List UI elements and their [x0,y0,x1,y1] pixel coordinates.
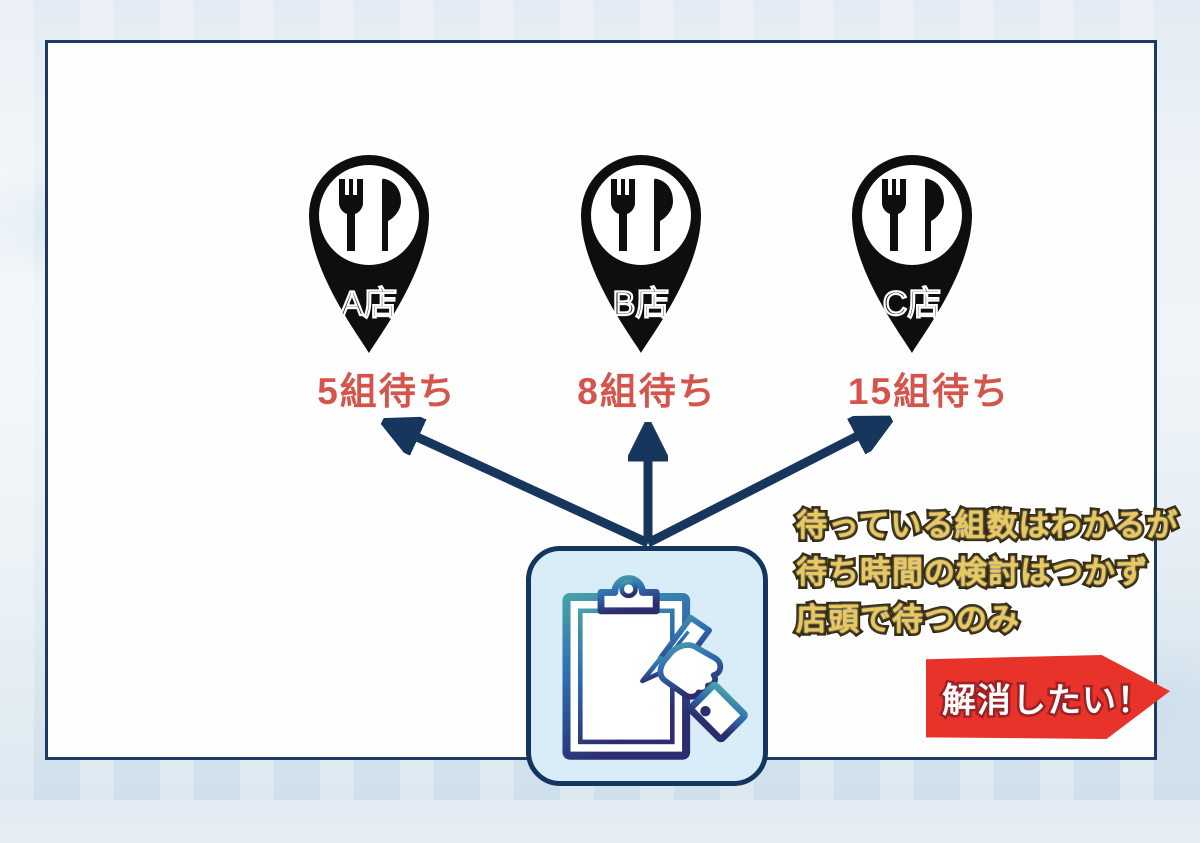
resolve-arrow-banner: 解消したい！ [926,655,1170,739]
fork-knife-icon [339,178,401,251]
store-b-wait-count: 8組待ち [577,371,717,412]
diagram-panel: A店 B店 C店 5組待ち 8組待ち 15組待ち [45,40,1180,786]
problem-line-2: 待ち時間の検討はつかず [793,552,1150,593]
clipboard-writing-hand-icon [526,546,768,786]
store-c-wait-count: 15組待ち [847,371,1011,412]
restaurant-map-pin-icon: A店 [309,155,429,353]
restaurant-map-pin-icon: B店 [581,155,701,353]
store-a-wait-count: 5組待ち [317,371,457,412]
hand-icon [657,642,724,700]
pin-circle [591,165,691,265]
store-c-label: C店 [883,285,942,323]
clipboard-clip-ring [619,579,638,599]
problem-line-3: 店頭で待つのみ [793,599,1022,640]
restaurant-map-pin-icon: C店 [852,155,972,353]
problem-text: 待っている組数はわかるが 待ち時間の検討はつかず 店頭で待つのみ [793,502,1200,643]
pin-circle [319,165,419,265]
clipboard-illustration [562,575,748,760]
pin-circle [862,165,962,265]
resolve-banner-label: 解消したい！ [940,679,1154,722]
store-b-label: B店 [613,285,670,323]
fork-knife-icon [882,178,944,251]
problem-line-1: 待っている組数はわかるが [793,505,1180,546]
store-a-label: A店 [341,285,398,323]
cuff [687,681,748,743]
fork-knife-icon [611,178,673,251]
arrow-to-store-a-icon [393,426,650,548]
